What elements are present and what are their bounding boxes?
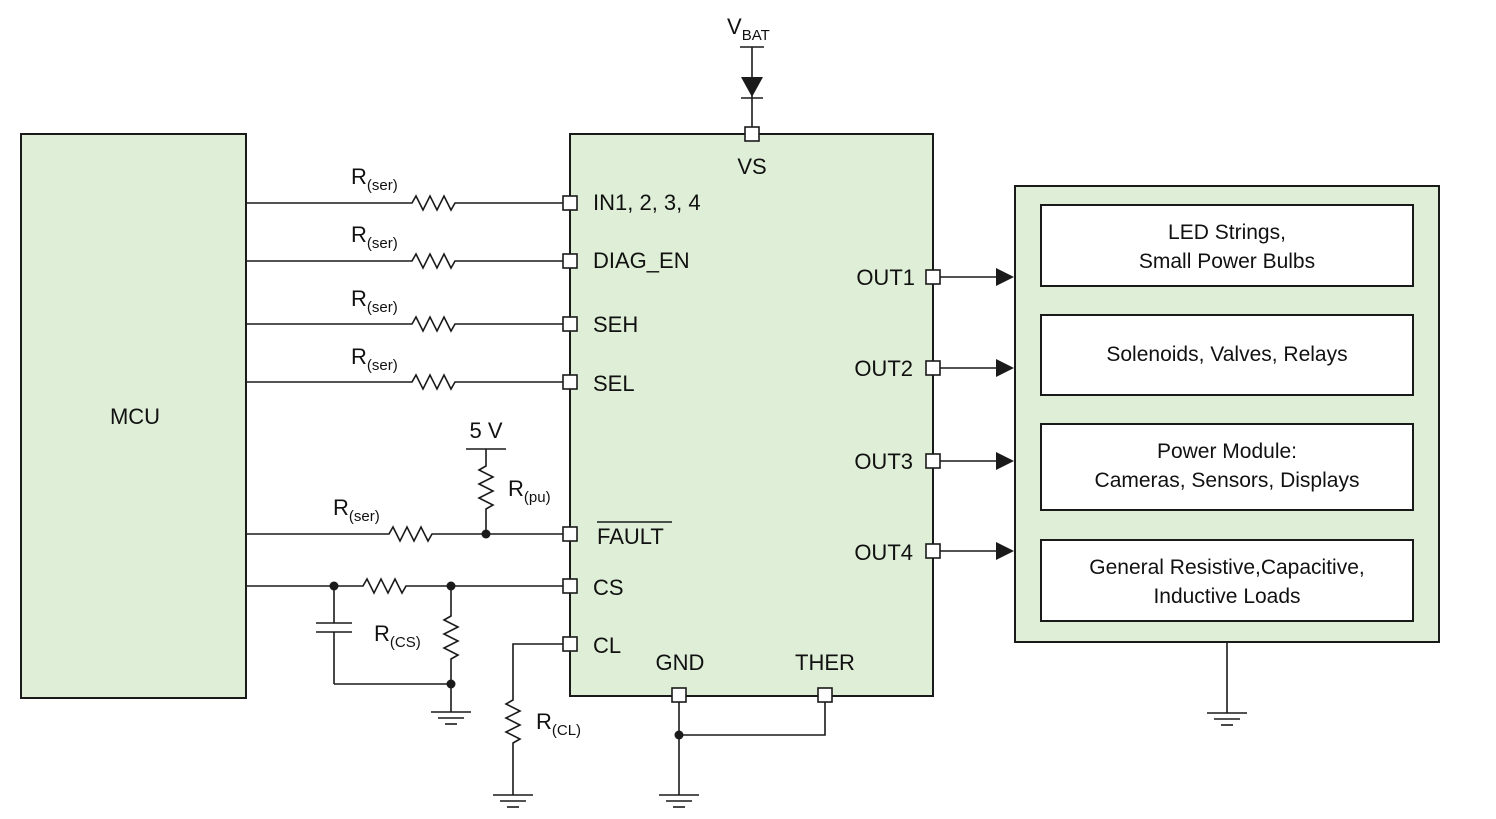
- mcu-label: MCU: [110, 404, 160, 429]
- arrow-out4-icon: [996, 542, 1014, 560]
- pin-seh: [562, 316, 578, 332]
- load-box-1: LED Strings, Small Power Bulbs: [1040, 204, 1414, 287]
- load-1-line-1: LED Strings,: [1168, 221, 1286, 244]
- ground-cl-icon: [493, 794, 533, 808]
- pin-in-label: IN1, 2, 3, 4: [593, 190, 701, 215]
- pin-out3: [925, 453, 941, 469]
- pin-vs-label: VS: [737, 154, 766, 179]
- arrow-out1-icon: [996, 268, 1014, 286]
- r-ser-3-label: R(ser): [351, 286, 398, 316]
- pin-out2: [925, 360, 941, 376]
- pin-out1: [925, 269, 941, 285]
- ground-load-icon: [1207, 712, 1247, 726]
- load-box-2: Solenoids, Valves, Relays: [1040, 314, 1414, 396]
- pin-diag-en-label: DIAG_EN: [593, 248, 690, 273]
- diode-icon: [741, 77, 763, 97]
- r-cs-label: R(CS): [374, 621, 421, 651]
- pin-out4-label: OUT4: [854, 540, 913, 565]
- pin-fault: [562, 526, 578, 542]
- pin-cl-label: CL: [593, 633, 621, 658]
- pin-fault-label: FAULT: [597, 524, 664, 549]
- arrow-out3-icon: [996, 452, 1014, 470]
- r-ser-5-label: R(ser): [333, 495, 380, 525]
- pin-ther: [817, 687, 833, 703]
- mcu-block: [20, 133, 247, 699]
- pin-gnd: [671, 687, 687, 703]
- pin-cl: [562, 636, 578, 652]
- device-block: [569, 133, 934, 697]
- load-box-4: General Resistive,Capacitive, Inductive …: [1040, 539, 1414, 622]
- pin-cs-label: CS: [593, 575, 624, 600]
- load-box-3: Power Module: Cameras, Sensors, Displays: [1040, 423, 1414, 511]
- r-cl-label: R(CL): [536, 709, 581, 739]
- r-ser-4-label: R(ser): [351, 344, 398, 374]
- pin-vs: [744, 126, 760, 142]
- arrow-out2-icon: [996, 359, 1014, 377]
- pin-sel: [562, 374, 578, 390]
- pin-in: [562, 195, 578, 211]
- supply-5v-label: 5 V: [469, 418, 502, 443]
- load-3-line-1: Power Module:: [1157, 440, 1297, 463]
- ground-device-icon: [659, 794, 699, 808]
- load-3-line-2: Cameras, Sensors, Displays: [1095, 469, 1360, 492]
- r-pu-label: R(pu): [508, 476, 551, 506]
- r-ser-2-label: R(ser): [351, 222, 398, 252]
- pin-out4: [925, 543, 941, 559]
- load-4-line-2: Inductive Loads: [1153, 585, 1300, 608]
- pin-sel-label: SEL: [593, 371, 635, 396]
- pin-seh-label: SEH: [593, 312, 638, 337]
- vbat-label: VBAT: [727, 14, 770, 44]
- r-ser-1-label: R(ser): [351, 164, 398, 194]
- pin-cs: [562, 578, 578, 594]
- pin-out3-label: OUT3: [854, 449, 913, 474]
- pin-ther-label: THER: [795, 650, 855, 675]
- pin-diag-en: [562, 253, 578, 269]
- ground-cs-icon: [431, 711, 471, 725]
- pin-out1-label: OUT1: [856, 265, 915, 290]
- load-1-line-2: Small Power Bulbs: [1139, 250, 1315, 273]
- load-4-line-1: General Resistive,Capacitive,: [1089, 556, 1364, 579]
- pin-out2-label: OUT2: [854, 356, 913, 381]
- pin-gnd-label: GND: [656, 650, 705, 675]
- load-2-line-1: Solenoids, Valves, Relays: [1106, 343, 1347, 366]
